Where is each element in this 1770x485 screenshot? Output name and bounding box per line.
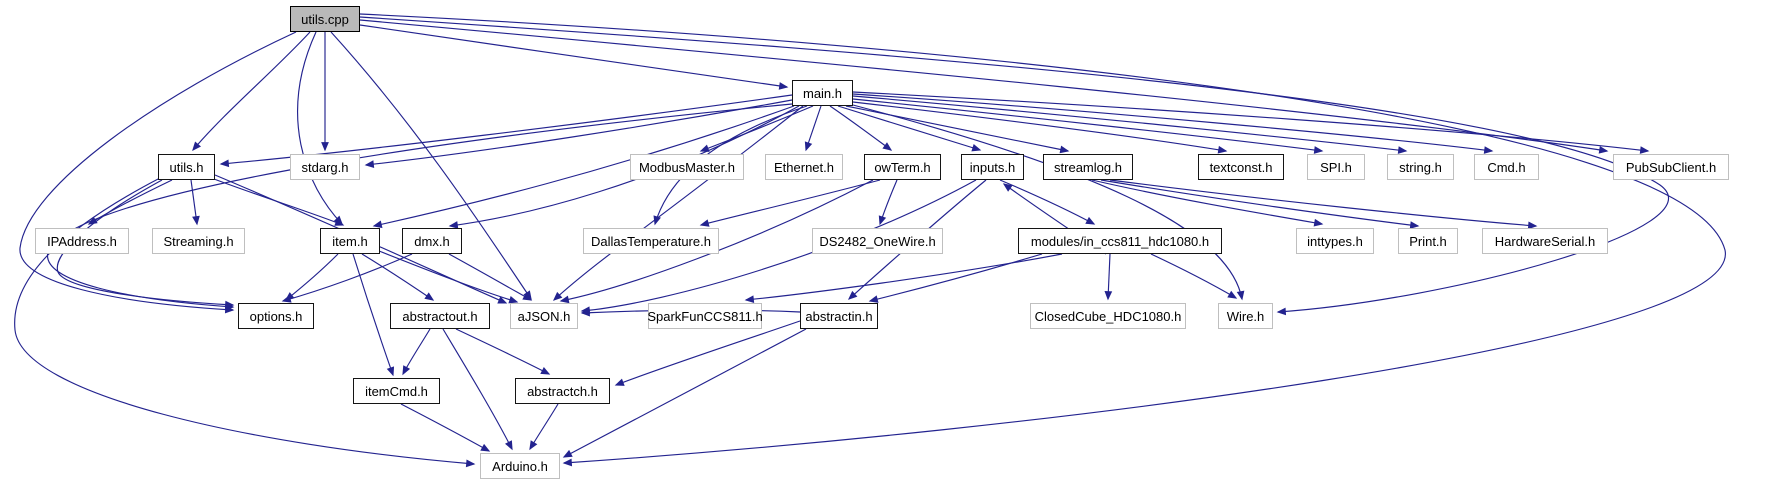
edge-dmx-to-options [281,253,413,303]
edge-abstractout-to-itemcmd [402,328,431,376]
edge-streamlog-to-hwserial [1109,179,1538,230]
node-ipaddress: IPAddress.h [35,228,129,254]
edge-group [14,13,1726,468]
edge-inputs-to-modules [999,179,1096,225]
edge-utils_h-to-options [56,179,235,309]
edge-utils_h-to-item [213,178,345,226]
edge-utils_h-to-ajson [214,174,508,304]
node-streaming: Streaming.h [152,228,245,254]
edge-streamlog-to-print [1100,179,1420,229]
node-itemcmd[interactable]: itemCmd.h [353,378,440,404]
node-dmx[interactable]: dmx.h [402,228,462,254]
edge-dmx-to-ajson [448,253,533,301]
node-abstractout[interactable]: abstractout.h [390,303,490,329]
node-spi: SPI.h [1307,154,1365,180]
edge-owterm-to-ajson [559,179,874,304]
node-ethernet: Ethernet.h [765,154,843,180]
node-inputs[interactable]: inputs.h [961,154,1024,180]
edge-utils_cpp-to-wire [359,16,1670,316]
edge-owterm-to-ds2482 [878,179,898,226]
node-abstractin[interactable]: abstractin.h [800,303,878,329]
edge-utils_cpp-to-arduino [359,13,1726,467]
node-textconst[interactable]: textconst.h [1198,154,1284,180]
edge-modules-to-abstractin [868,253,1043,303]
edge-abstractout-to-arduino [442,328,513,451]
edge-main_h-to-ethernet [804,105,822,152]
edge-utils_h-to-ipaddress [87,179,173,225]
node-ajson: aJSON.h [510,303,578,329]
node-streamlog[interactable]: streamlog.h [1043,154,1133,180]
node-abstractch[interactable]: abstractch.h [515,378,610,404]
node-stdarg-h: stdarg.h [290,154,360,180]
edge-utils_cpp-to-ajson [330,31,532,301]
edge-main_h-to-pubsub [852,91,1650,154]
edge-item-to-abstractout [361,253,435,301]
node-modules[interactable]: modules/in_ccs811_hdc1080.h [1018,228,1222,254]
node-cmd: Cmd.h [1474,154,1539,180]
node-wire: Wire.h [1218,303,1273,329]
edge-main_h-to-spi [852,98,1324,154]
edge-utils_cpp-to-item [297,31,343,226]
edge-main_h-to-wire [852,104,1245,301]
edge-main_h-to-textconst [852,101,1228,154]
edge-itemcmd-to-arduino [400,403,491,452]
edge-utils_cpp-to-options [19,31,297,314]
edge-item-to-itemcmd [352,253,395,377]
node-modbus: ModbusMaster.h [630,154,744,180]
node-dallas: DallasTemperature.h [583,228,719,254]
node-closedcube: ClosedCube_HDC1080.h [1030,303,1186,329]
edge-main_h-to-options [47,103,793,311]
edge-owterm-to-dallas [699,179,881,227]
edge-abstractin-to-abstractch [614,320,801,386]
edge-abstractin-to-arduino [562,328,807,458]
edge-abstractch-to-arduino [529,403,559,451]
edge-utils_cpp-to-pubsub [359,19,1609,154]
node-pubsub: PubSubClient.h [1613,154,1729,180]
edge-modules-to-closedcube [1104,253,1113,301]
edge-main_h-to-inputs [837,105,982,152]
edge-item-to-options [284,253,339,301]
node-ds2482: DS2482_OneWire.h [812,228,943,254]
node-hwserial: HardwareSerial.h [1482,228,1608,254]
edge-utils_cpp-to-utils_h [192,31,311,152]
edge-abstractout-to-abstractch [455,328,551,375]
edge-utils_h-to-streaming [190,179,200,226]
edge-main_h-to-cmd [852,93,1494,154]
edge-main_h-to-ajson [552,105,804,301]
edge-streamlog-to-inttypes [1091,179,1324,227]
edge-modules-to-sparkfun [744,253,1063,304]
edge-main_h-to-modbus [699,105,814,152]
edge-item-to-ajson [378,250,519,304]
node-arduino: Arduino.h [480,453,560,479]
node-item[interactable]: item.h [320,228,380,254]
edge-utils_cpp-to-main_h [359,24,789,90]
edge-inputs-to-ajson [580,179,977,315]
node-owterm[interactable]: owTerm.h [864,154,941,180]
node-utils-cpp: utils.cpp [290,6,360,32]
edge-main_h-to-dmx [448,105,800,229]
edge-modules-to-wire [1150,253,1238,299]
node-sparkfun: SparkFunCCS811.h [647,303,763,329]
node-inttypes: inttypes.h [1296,228,1374,254]
edge-main_h-to-string_h [852,95,1408,154]
node-options[interactable]: options.h [238,303,314,329]
edge-main_h-to-streamlog [845,105,1070,154]
edge-main_h-to-owterm [829,105,893,151]
node-print: Print.h [1398,228,1458,254]
node-main-h[interactable]: main.h [792,80,853,106]
node-utils-h[interactable]: utils.h [158,154,215,180]
edge-main_h-to-utils_h [219,94,793,168]
node-string-h: string.h [1387,154,1454,180]
edge-main_h-to-item [372,105,795,229]
